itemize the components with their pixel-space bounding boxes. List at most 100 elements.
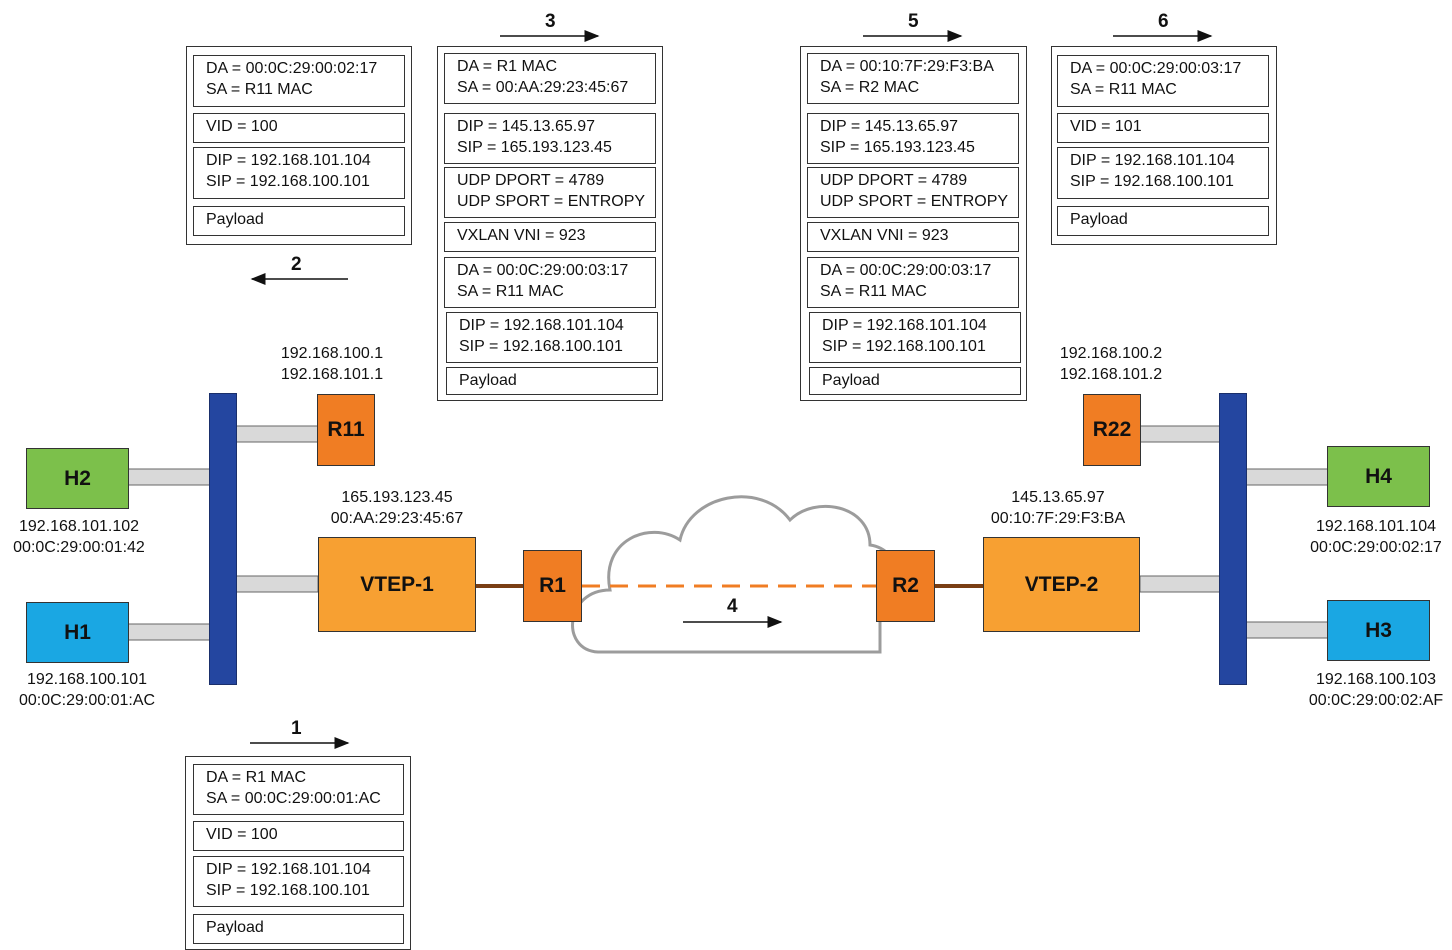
packet-6-field: Payload (1057, 206, 1269, 236)
step-2-number: 2 (291, 254, 302, 275)
packet-6-line: VID = 101 (1070, 118, 1142, 135)
packet-3-field: DIP = 192.168.101.104 SIP = 192.168.100.… (446, 312, 658, 363)
h1-address: 192.168.100.101 00:0C:29:00:01:AC (8, 669, 166, 711)
h3-mac: 00:0C:29:00:02:AF (1308, 692, 1444, 709)
packet-2-line: SIP = 192.168.100.101 (206, 173, 370, 190)
packet-3-line: SA = 00:AA:29:23:45:67 (457, 79, 629, 96)
r22-address: 192.168.100.2 192.168.101.2 (1051, 343, 1171, 385)
router-r1[interactable]: R1 (523, 550, 582, 622)
router-r22[interactable]: R22 (1083, 394, 1141, 466)
packet-1-line: Payload (206, 919, 264, 936)
packet-3-line: SIP = 192.168.100.101 (459, 338, 623, 355)
vtep-2[interactable]: VTEP-2 (983, 537, 1140, 632)
host-h4[interactable]: H4 (1327, 446, 1430, 507)
packet-1-field: DIP = 192.168.101.104 SIP = 192.168.100.… (193, 856, 404, 907)
packet-3-field: DIP = 145.13.65.97 SIP = 165.193.123.45 (444, 113, 656, 164)
packet-2-field: DIP = 192.168.101.104 SIP = 192.168.100.… (193, 147, 405, 199)
packet-1-field: VID = 100 (193, 821, 404, 851)
packet-5-field: UDP DPORT = 4789 UDP SPORT = ENTROPY (807, 167, 1019, 218)
packet-2-line: DIP = 192.168.101.104 (206, 152, 371, 169)
packet-2-line: Payload (206, 211, 264, 228)
h2-ip: 192.168.101.102 (18, 518, 140, 535)
packet-1-line: VID = 100 (206, 826, 278, 843)
vtep1-mac: 00:AA:29:23:45:67 (330, 510, 464, 527)
packet-2 (186, 46, 412, 245)
r22-ip2: 192.168.101.2 (1059, 366, 1163, 383)
h1-ip: 192.168.100.101 (26, 671, 148, 688)
packet-3-line: SIP = 165.193.123.45 (457, 139, 612, 156)
packet-1-line: DIP = 192.168.101.104 (206, 861, 371, 878)
packet-5-line: DA = 00:0C:29:00:03:17 (820, 262, 992, 279)
link-switch-h3 (1245, 621, 1329, 639)
packet-6-field: DIP = 192.168.101.104 SIP = 192.168.100.… (1057, 147, 1269, 199)
h2-address: 192.168.101.102 00:0C:29:00:01:42 (0, 516, 158, 558)
link-switch-vtep1 (235, 575, 319, 593)
packet-5-line: SIP = 165.193.123.45 (820, 139, 975, 156)
h3-address: 192.168.100.103 00:0C:29:00:02:AF (1300, 669, 1452, 711)
vtep2-ip: 145.13.65.97 (1011, 489, 1105, 506)
packet-5-line: DIP = 192.168.101.104 (822, 317, 987, 334)
packet-6-line: DIP = 192.168.101.104 (1070, 152, 1235, 169)
packet-5-line: DA = 00:10:7F:29:F3:BA (820, 58, 994, 75)
packet-3-line: SA = R11 MAC (457, 283, 564, 300)
packet-5-line: VXLAN VNI = 923 (820, 227, 949, 244)
h3-ip: 192.168.100.103 (1315, 671, 1437, 688)
packet-6 (1051, 46, 1277, 245)
switch-left (209, 393, 237, 685)
packet-5 (800, 46, 1027, 401)
packet-6-line: SIP = 192.168.100.101 (1070, 173, 1234, 190)
packet-3-line: DA = R1 MAC (457, 58, 558, 75)
packet-5-field: Payload (809, 367, 1021, 395)
packet-5-line: DIP = 145.13.65.97 (820, 118, 959, 135)
packet-1-line: SA = 00:0C:29:00:01:AC (206, 790, 381, 807)
vtep1-address: 165.193.123.45 00:AA:29:23:45:67 (317, 487, 477, 529)
host-h2[interactable]: H2 (26, 448, 129, 509)
h4-ip: 192.168.101.104 (1315, 518, 1437, 535)
vtep-1[interactable]: VTEP-1 (318, 537, 476, 632)
switch-right (1219, 393, 1247, 685)
packet-5-field: VXLAN VNI = 923 (807, 222, 1019, 252)
packet-5-line: Payload (822, 372, 880, 389)
packet-3 (437, 46, 663, 401)
packet-2-line: SA = R11 MAC (206, 81, 313, 98)
packet-3-line: Payload (459, 372, 517, 389)
packet-2-field: Payload (193, 206, 405, 236)
packet-5-field: DA = 00:10:7F:29:F3:BA SA = R2 MAC (807, 53, 1019, 104)
cloud-icon (571, 495, 900, 654)
packet-6-field: DA = 00:0C:29:00:03:17 SA = R11 MAC (1057, 55, 1269, 107)
packet-3-field: DA = R1 MAC SA = 00:AA:29:23:45:67 (444, 53, 656, 104)
h1-mac: 00:0C:29:00:01:AC (18, 692, 156, 709)
link-switch-h4 (1245, 468, 1329, 486)
step-1-number: 1 (291, 718, 302, 739)
step-5-number: 5 (908, 11, 919, 32)
packet-3-line: DA = 00:0C:29:00:03:17 (457, 262, 629, 279)
packet-5-line: UDP SPORT = ENTROPY (820, 193, 1009, 210)
packet-3-field: DA = 00:0C:29:00:03:17 SA = R11 MAC (444, 257, 656, 308)
packet-5-field: DIP = 192.168.101.104 SIP = 192.168.100.… (809, 312, 1021, 363)
packet-5-field: DA = 00:0C:29:00:03:17 SA = R11 MAC (807, 257, 1019, 308)
packet-2-field: DA = 00:0C:29:00:02:17 SA = R11 MAC (193, 55, 405, 107)
r11-ip1: 192.168.100.1 (280, 345, 384, 362)
host-h1[interactable]: H1 (26, 602, 129, 663)
packet-5-line: SA = R11 MAC (820, 283, 927, 300)
vtep1-ip: 165.193.123.45 (341, 489, 453, 506)
packet-5-line: SA = R2 MAC (820, 79, 920, 96)
packet-5-field: DIP = 145.13.65.97 SIP = 165.193.123.45 (807, 113, 1019, 164)
packet-6-line: DA = 00:0C:29:00:03:17 (1070, 60, 1242, 77)
h4-mac: 00:0C:29:00:02:17 (1310, 539, 1442, 556)
step-3-number: 3 (545, 11, 556, 32)
vtep2-mac: 00:10:7F:29:F3:BA (990, 510, 1126, 527)
packet-3-line: UDP SPORT = ENTROPY (457, 193, 646, 210)
step-4-number: 4 (727, 596, 738, 617)
packet-3-line: UDP DPORT = 4789 (457, 172, 605, 189)
link-r22-switch (1139, 425, 1221, 443)
vtep2-address: 145.13.65.97 00:10:7F:29:F3:BA (978, 487, 1138, 529)
link-h2-switch (127, 468, 211, 486)
packet-3-field: Payload (446, 367, 658, 395)
router-r11[interactable]: R11 (317, 394, 375, 466)
host-h3[interactable]: H3 (1327, 600, 1430, 661)
packet-3-field: UDP DPORT = 4789 UDP SPORT = ENTROPY (444, 167, 656, 218)
router-r2[interactable]: R2 (876, 550, 935, 622)
packet-2-line: DA = 00:0C:29:00:02:17 (206, 60, 378, 77)
packet-6-line: Payload (1070, 211, 1128, 228)
